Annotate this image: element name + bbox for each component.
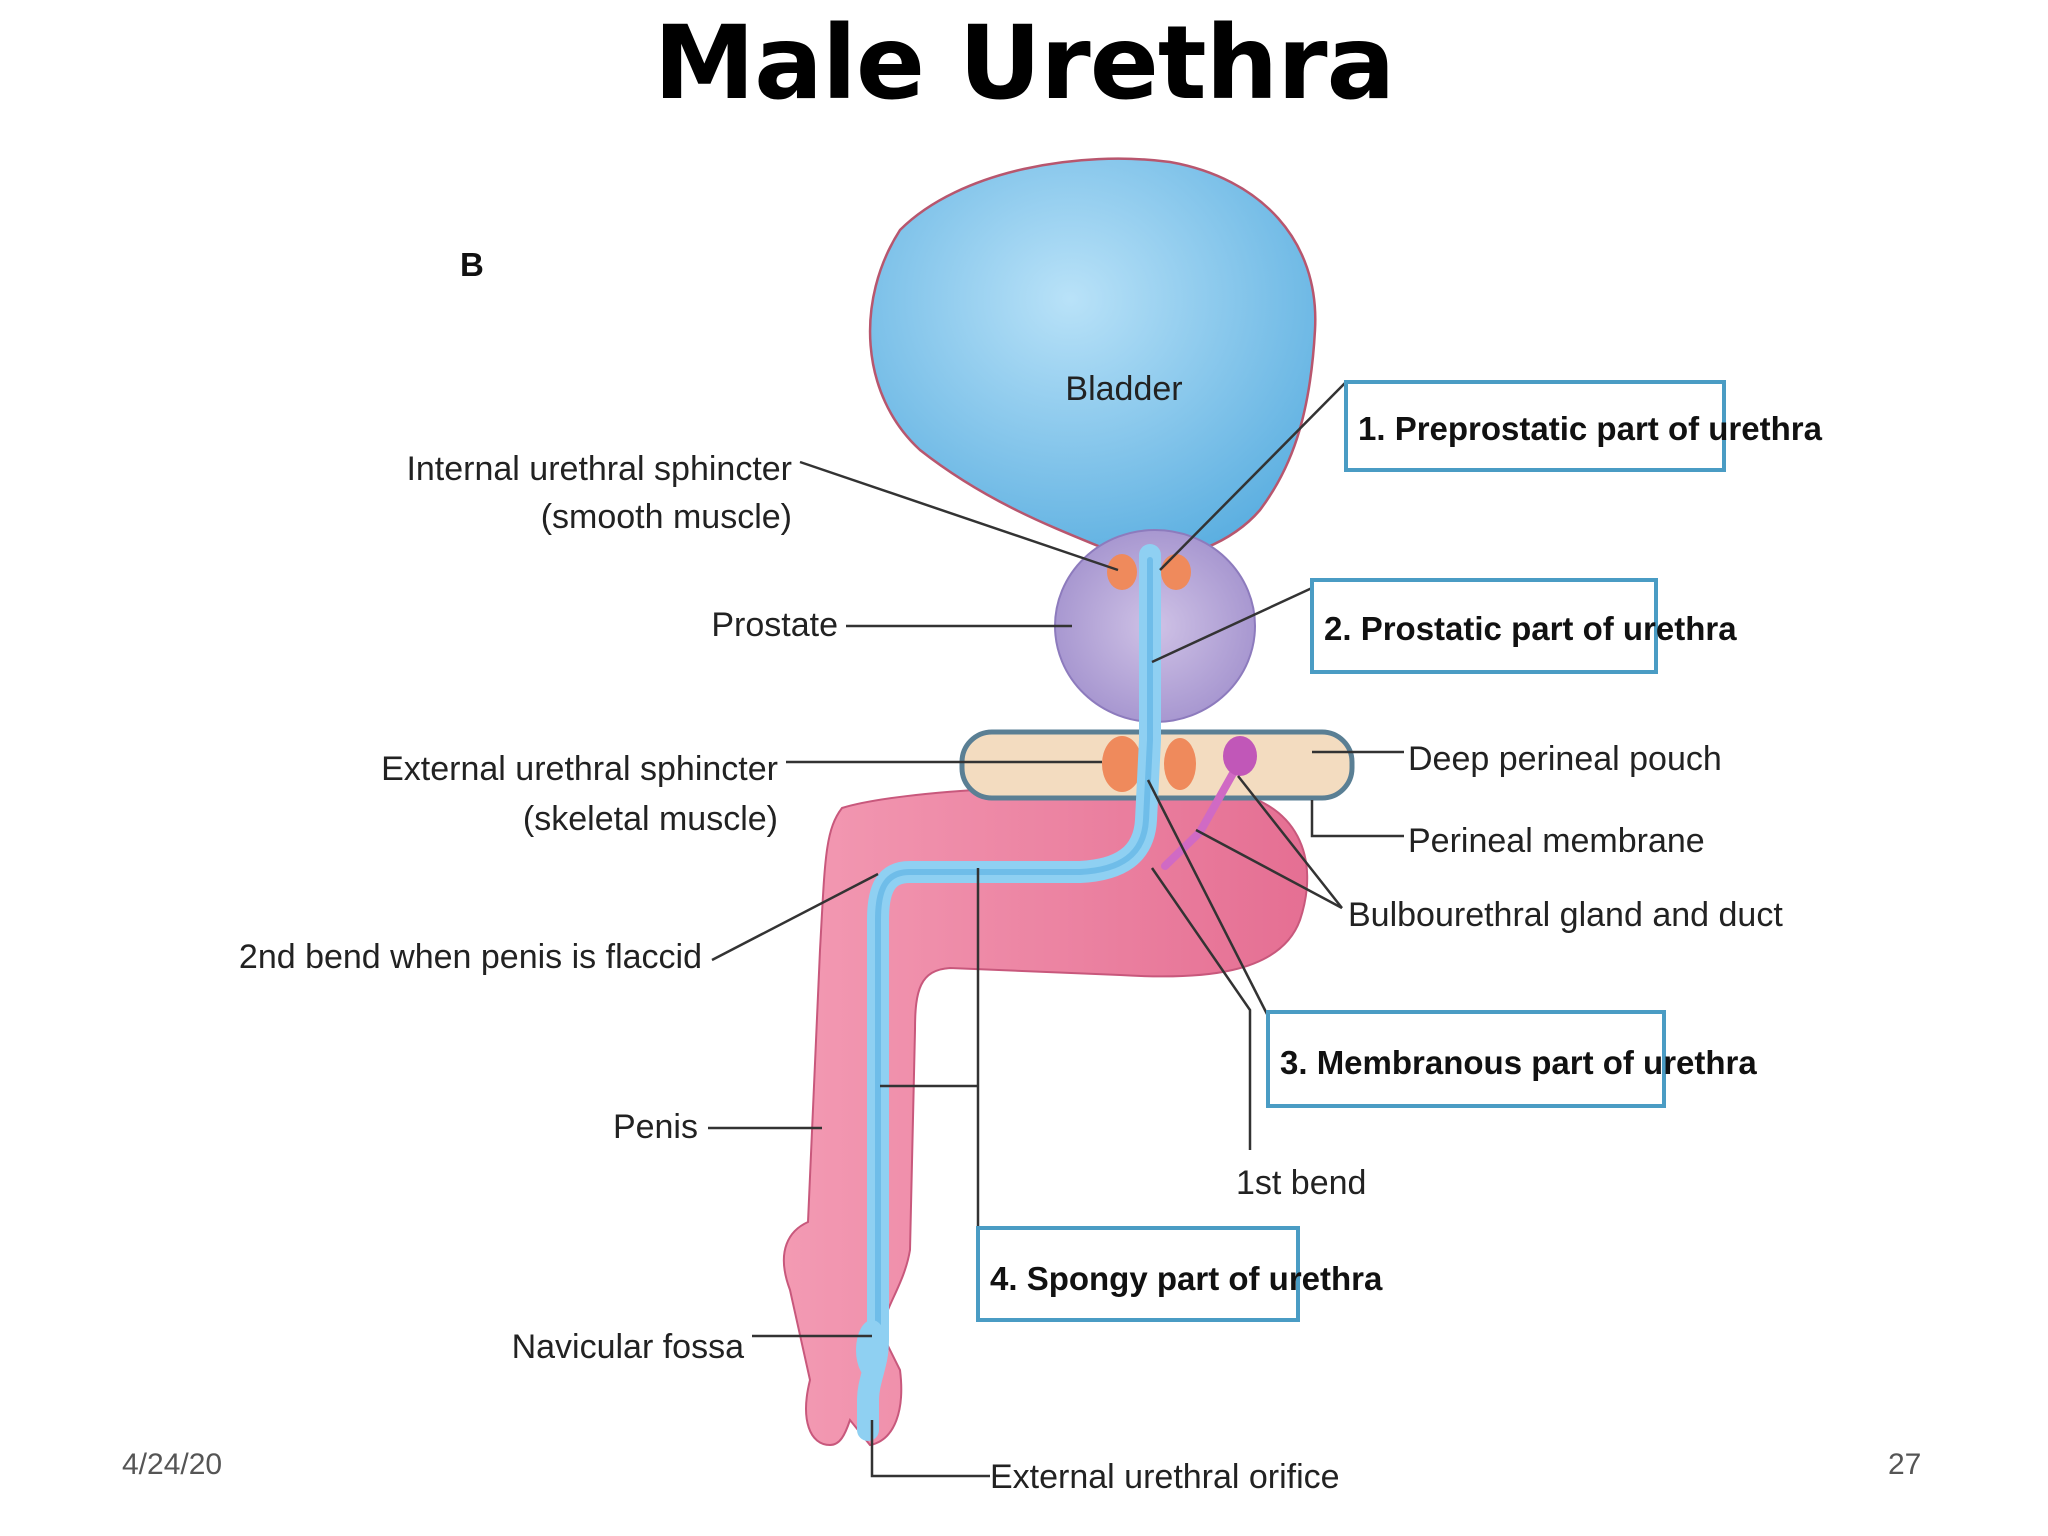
part-box-membranous: 3. Membranous part of urethra [1266,1010,1757,1108]
leader-membranous [1146,779,1270,1017]
urethra-lumen [875,557,1153,1343]
internal-sphincter-shape-right [1161,554,1191,590]
label-navicular-fossa: Navicular fossa [512,1328,745,1366]
label-bladder: Bladder [1065,370,1182,408]
external-sphincter-shape-right [1164,738,1196,790]
slide-title: Male Urethra [653,4,1396,123]
part-label-spongy: 4. Spongy part of urethra [990,1260,1383,1297]
leader-preprostatic [1159,381,1347,571]
label-penis: Penis [613,1108,698,1146]
footer-date: 4/24/20 [122,1448,223,1481]
label-external-sphincter-2: (skeletal muscle) [523,800,778,838]
label-first-bend: 1st bend [1236,1164,1366,1202]
part-label-membranous: 3. Membranous part of urethra [1280,1044,1757,1081]
leader-internal-sphincter [799,460,1119,572]
part-label-preprostatic: 1. Preprostatic part of urethra [1358,410,1823,447]
part-box-spongy: 4. Spongy part of urethra [976,1226,1383,1322]
label-prostate: Prostate [711,606,838,644]
label-internal-sphincter-2: (smooth muscle) [541,498,792,536]
leader-spongy [880,868,980,1240]
part-label-prostatic: 2. Prostatic part of urethra [1324,610,1737,647]
leader-perineal-membrane [1310,800,1404,838]
footer-page-number: 27 [1888,1448,1922,1481]
leader-bulbourethral-a [1237,775,1343,909]
label-external-orifice: External urethral orifice [990,1458,1340,1496]
label-internal-sphincter-1: Internal urethral sphincter [406,450,792,488]
leader-bulbourethral-b [1195,828,1343,910]
figure-letter: B [460,246,484,283]
part-box-prostatic: 2. Prostatic part of urethra [1310,578,1737,674]
bladder-shape [868,157,1317,562]
part-box-preprostatic: 1. Preprostatic part of urethra [1344,380,1823,472]
leader-lines [708,381,1404,1478]
navicular-fossa-shape [856,1320,888,1380]
external-sphincter-shape [1102,736,1142,792]
label-second-bend: 2nd bend when penis is flaccid [239,938,702,976]
internal-sphincter-shape [1107,554,1137,590]
leader-first-bend [1150,867,1252,1150]
leader-external-orifice [870,1420,990,1478]
bulbourethral-gland-shape [1223,736,1257,776]
label-bulbourethral: Bulbourethral gland and duct [1348,896,1783,934]
label-deep-perineal-pouch: Deep perineal pouch [1408,740,1722,778]
leader-second-bend [711,872,879,962]
label-perineal-membrane: Perineal membrane [1408,822,1705,860]
label-external-sphincter-1: External urethral sphincter [381,750,778,788]
leader-prostatic [1151,586,1313,664]
